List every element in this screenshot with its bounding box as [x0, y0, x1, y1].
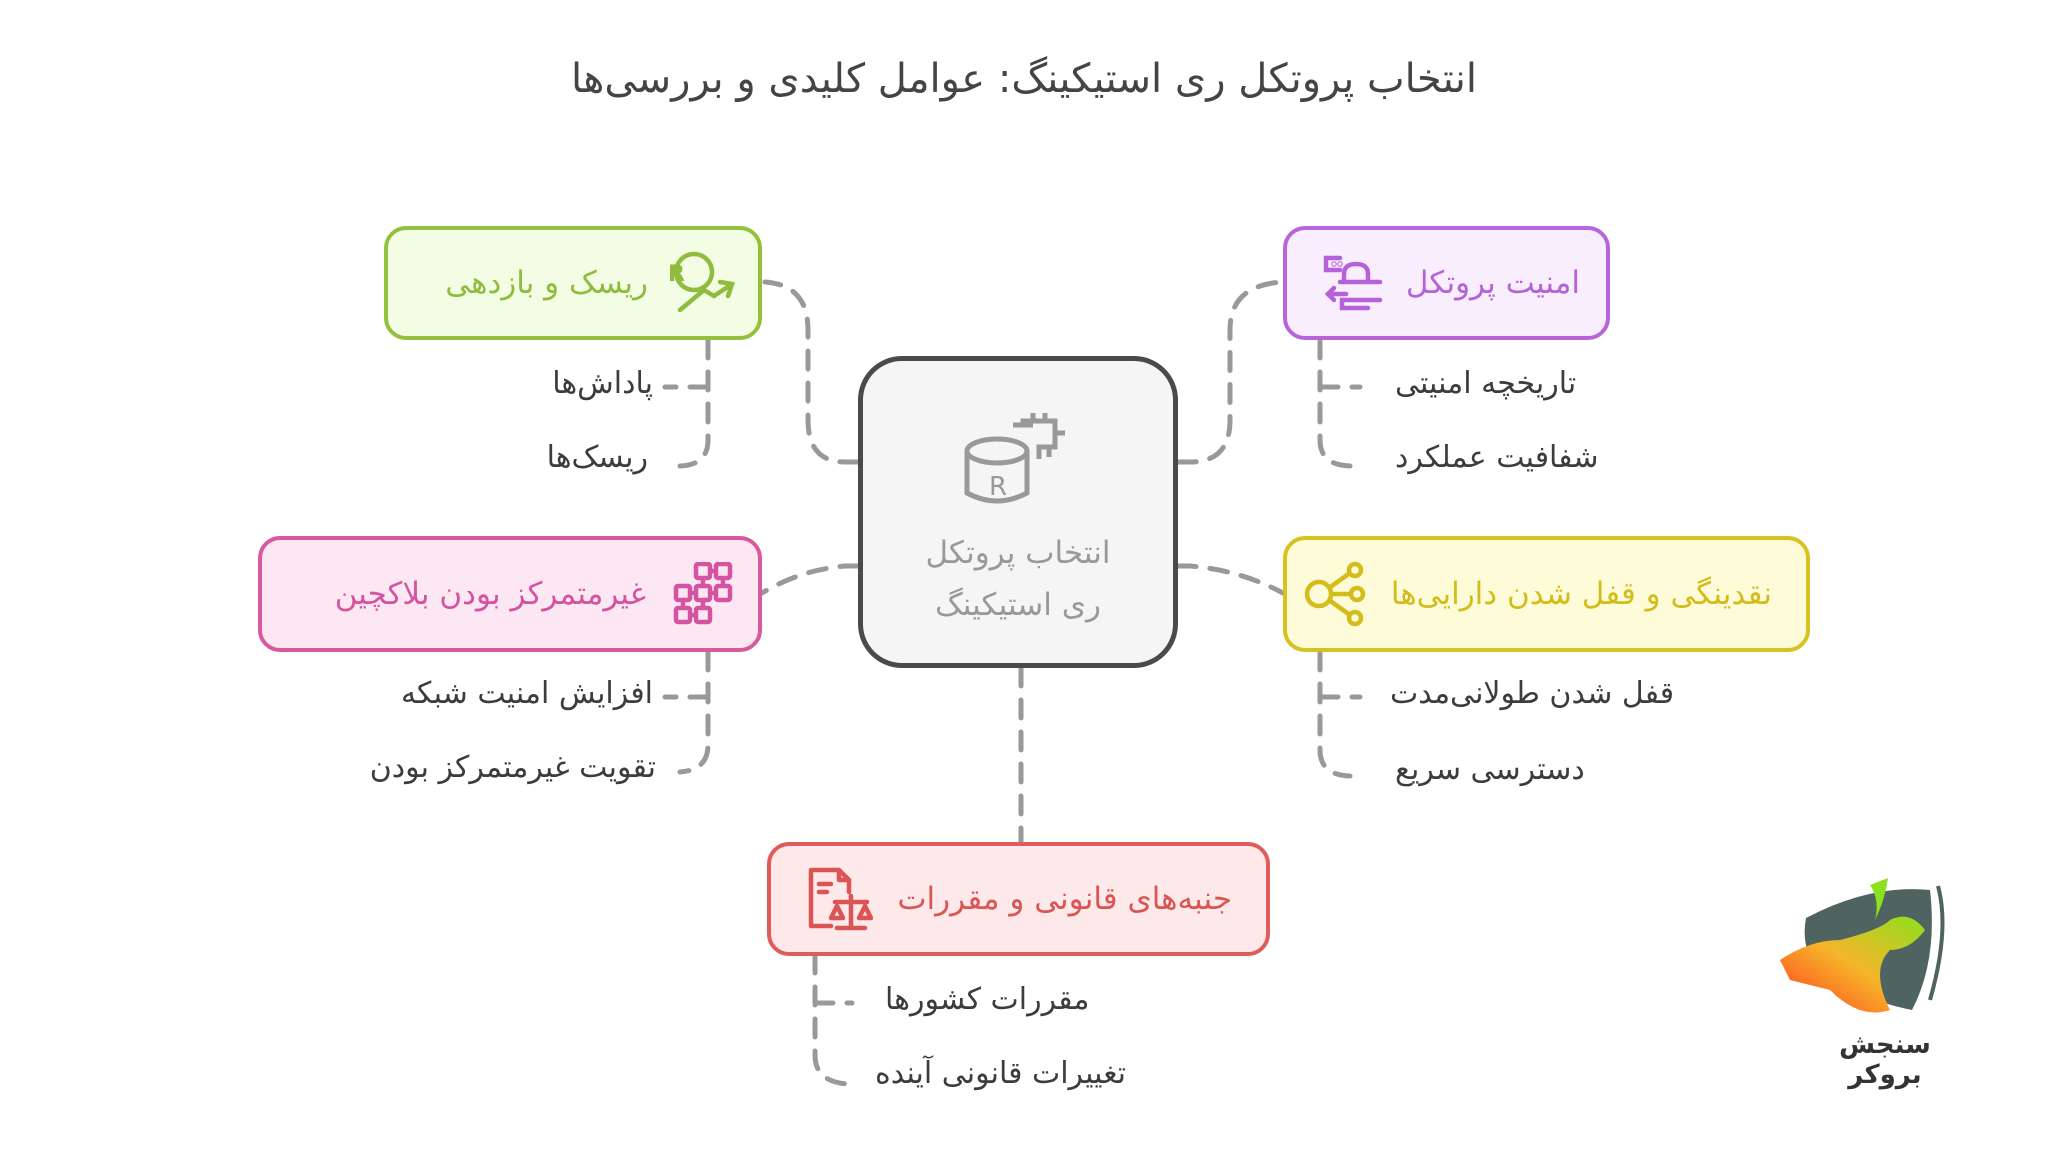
- node-legal-label: جنبه‌های قانونی و مقررات: [897, 881, 1232, 917]
- lock-transfer-icon: [1322, 254, 1384, 312]
- sub-item-security-history: تاریخچه امنیتی: [1395, 366, 1577, 401]
- share-nodes-icon: [1303, 561, 1369, 627]
- center-label-line1: انتخاب پروتکل: [925, 535, 1111, 571]
- center-label: انتخاب پروتکل ری استیکینگ: [888, 527, 1148, 631]
- sub-item-rewards: پاداش‌ها: [552, 366, 653, 401]
- node-decentralization[interactable]: غیرمتمرکز بودن بلاکچین: [258, 536, 762, 652]
- node-protocol-security[interactable]: امنیت پروتکل: [1283, 226, 1610, 340]
- database-chip-icon: R: [963, 411, 1073, 515]
- sub-item-strengthen-decentralization: تقویت غیرمتمرکز بودن: [369, 750, 656, 785]
- node-protocol-security-label: امنیت پروتکل: [1405, 265, 1580, 301]
- node-decentralization-label: غیرمتمرکز بودن بلاکچین: [334, 576, 646, 612]
- legal-document-scale-icon: [807, 866, 874, 932]
- sub-item-country-regulations: مقررات کشورها: [885, 982, 1090, 1017]
- center-node[interactable]: R انتخاب پروتکل ری استیکینگ: [858, 356, 1178, 668]
- node-legal[interactable]: جنبه‌های قانونی و مقررات: [767, 842, 1270, 956]
- logo-text: سنجش بروکر: [1839, 1030, 1931, 1090]
- sub-item-network-security: افزایش امنیت شبکه: [400, 676, 653, 711]
- grid-network-icon: [670, 562, 734, 626]
- sub-item-future-legal-changes: تغییرات قانونی آینده: [875, 1056, 1127, 1091]
- svg-text:R: R: [670, 262, 685, 287]
- sub-item-transparency: شفافیت عملکرد: [1395, 440, 1599, 475]
- bull-bear-logo-icon: [1780, 878, 1945, 1013]
- node-risk-return[interactable]: R ریسک و بازدهی: [384, 226, 762, 340]
- node-liquidity[interactable]: نقدینگی و قفل شدن دارایی‌ها: [1283, 536, 1810, 652]
- sub-item-fast-access: دسترسی سریع: [1395, 752, 1585, 787]
- node-liquidity-label: نقدینگی و قفل شدن دارایی‌ها: [1390, 576, 1772, 612]
- registered-trend-icon: R: [670, 250, 736, 316]
- svg-text:R: R: [989, 472, 1007, 502]
- node-risk-return-label: ریسک و بازدهی: [445, 265, 648, 301]
- sub-item-risks: ریسک‌ها: [546, 440, 648, 475]
- sub-item-long-lock: قفل شدن طولانی‌مدت: [1390, 676, 1675, 711]
- diagram-title: انتخاب پروتکل ری استیکینگ: عوامل کلیدی و…: [571, 56, 1477, 102]
- center-label-line2: ری استیکینگ: [935, 587, 1101, 623]
